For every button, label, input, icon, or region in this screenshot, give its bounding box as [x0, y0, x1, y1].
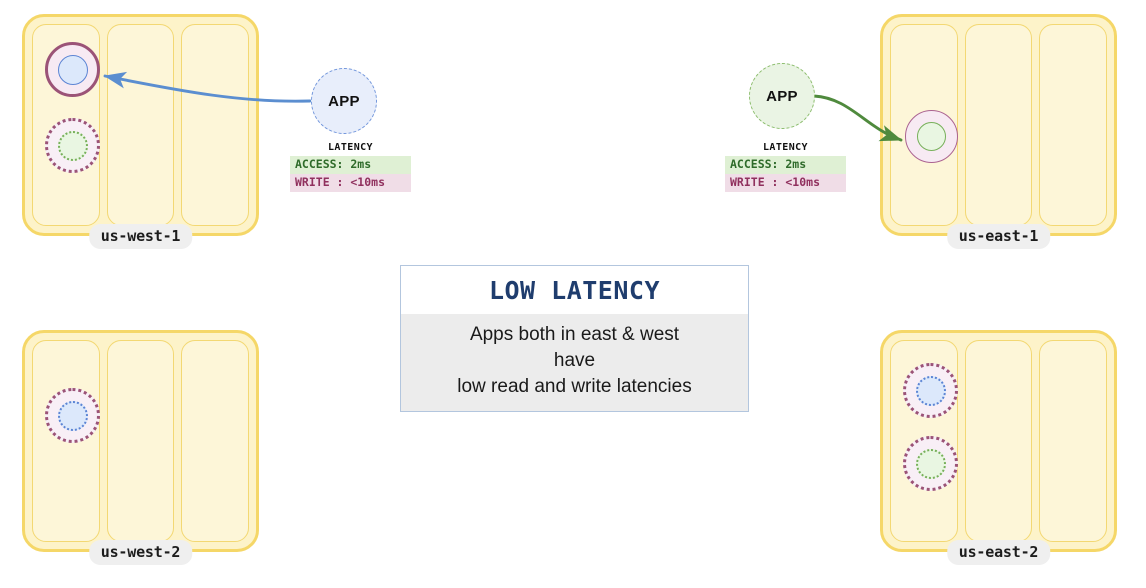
latency-write-row: WRITE : <10ms: [290, 174, 411, 193]
availability-zone-row: [32, 340, 250, 542]
replica-core-icon: [57, 54, 88, 85]
region-label-us-west-1: us-west-1: [88, 224, 193, 249]
app-node-west[interactable]: APP: [311, 68, 377, 134]
node-secondary-replica-blue[interactable]: [903, 363, 958, 418]
availability-zone-3: [181, 24, 250, 226]
region-us-west-2: us-west-2: [22, 330, 259, 565]
availability-zone-row: [890, 340, 1108, 542]
node-secondary-replica-green[interactable]: [903, 436, 958, 491]
latency-access-row: ACCESS: 2ms: [725, 156, 846, 175]
latency-access-row: ACCESS: 2ms: [290, 156, 411, 175]
latency-title: LATENCY: [328, 142, 373, 153]
node-primary-replica-blue[interactable]: [45, 42, 100, 97]
latency-write-row: WRITE : <10ms: [725, 174, 846, 193]
node-secondary-replica-blue[interactable]: [45, 388, 100, 443]
callout-line-1: Apps both in east & west: [469, 324, 680, 345]
node-primary-replica-green[interactable]: [905, 110, 958, 163]
availability-zone-2: [964, 24, 1033, 226]
region-label-us-east-1: us-east-1: [946, 224, 1051, 249]
availability-zone-row: [890, 24, 1108, 226]
replica-ring-icon: [903, 436, 958, 491]
availability-zone-3: [181, 340, 250, 542]
availability-zone-3: [1039, 24, 1108, 226]
callout-title: LOW LATENCY: [488, 276, 661, 305]
replica-core-icon: [915, 448, 946, 479]
region-us-east-2: us-east-2: [880, 330, 1117, 565]
replica-core-icon: [915, 375, 946, 406]
availability-zone-2: [964, 340, 1033, 542]
availability-zone-1: [890, 340, 958, 542]
region-us-west-1: us-west-1: [22, 14, 259, 249]
latency-title: LATENCY: [763, 142, 808, 153]
callout-line-3: low read and write latencies: [457, 376, 692, 398]
availability-zone-2: [106, 340, 175, 542]
availability-zone-1: [32, 24, 100, 226]
availability-zone-row: [32, 24, 250, 226]
availability-zone-3: [1039, 340, 1108, 542]
callout-line-2: have: [553, 350, 596, 372]
availability-zone-2: [106, 24, 175, 226]
replica-core-icon: [917, 122, 946, 151]
node-secondary-replica-green[interactable]: [45, 118, 100, 173]
region-us-east-1: us-east-1: [880, 14, 1117, 249]
region-label-us-east-2: us-east-2: [946, 540, 1051, 565]
replica-core-icon: [57, 400, 88, 431]
callout-header: LOW LATENCY: [401, 266, 748, 314]
latency-table-east: LATENCY ACCESS: 2ms WRITE : <10ms: [725, 142, 846, 193]
callout-low-latency: LOW LATENCY Apps both in east & west hav…: [400, 265, 749, 412]
latency-table-west: LATENCY ACCESS: 2ms WRITE : <10ms: [290, 142, 411, 193]
replica-core-icon: [57, 130, 88, 161]
callout-body: Apps both in east & west have low read a…: [401, 314, 748, 413]
app-node-east[interactable]: APP: [749, 63, 815, 129]
availability-zone-1: [890, 24, 958, 226]
region-label-us-west-2: us-west-2: [88, 540, 193, 565]
availability-zone-1: [32, 340, 100, 542]
